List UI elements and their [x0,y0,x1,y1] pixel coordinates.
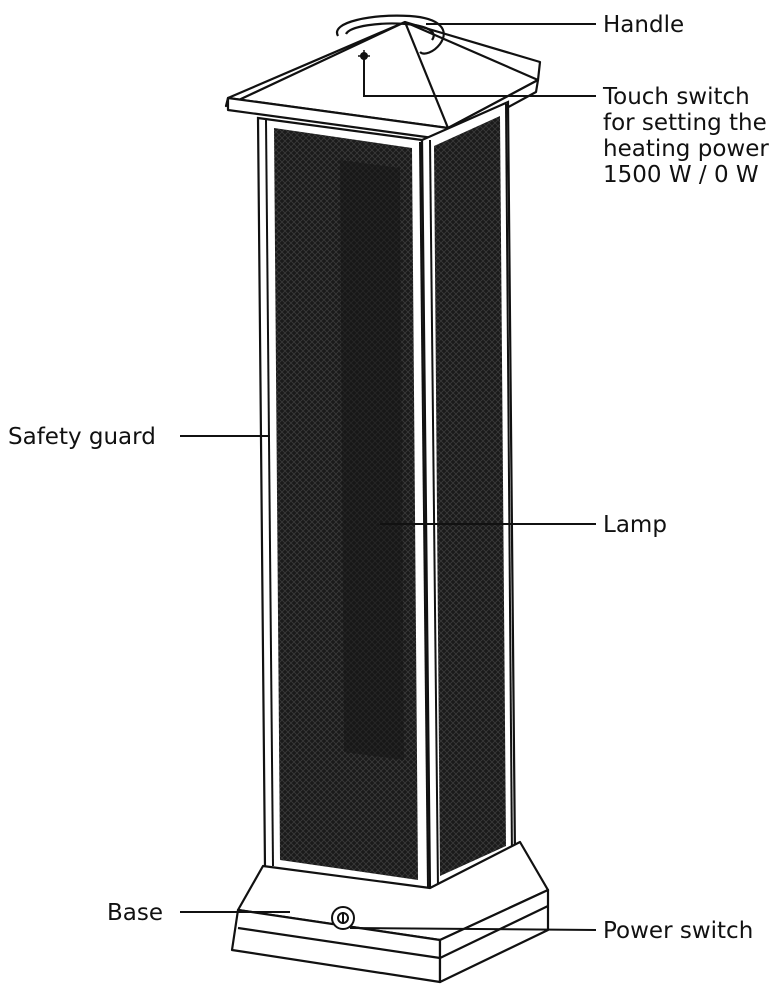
safety-guard-label: Safety guard [8,424,156,450]
touch-switch-leader [363,58,596,97]
frame-posts [265,103,513,889]
base-shape [230,840,550,984]
power-switch-leader [349,927,597,931]
safety-guard-mesh [274,116,506,880]
leader-lines [180,23,597,931]
touch-switch-line-2: for setting the [603,110,767,136]
lamp-label: Lamp [603,512,667,538]
touch-switch-label: Touch switch for setting the heating pow… [603,84,769,188]
power-switch-label: Power switch [603,918,754,944]
touch-switch-line-4: 1500 W / 0 W [603,162,759,188]
handle-shape [335,14,445,55]
touch-switch-line-3: heating power [603,136,769,162]
handle-label: Handle [603,12,685,38]
base-label: Base [107,900,164,926]
power-switch-shape [331,906,355,930]
touch-switch-line-1: Touch switch [603,84,750,110]
